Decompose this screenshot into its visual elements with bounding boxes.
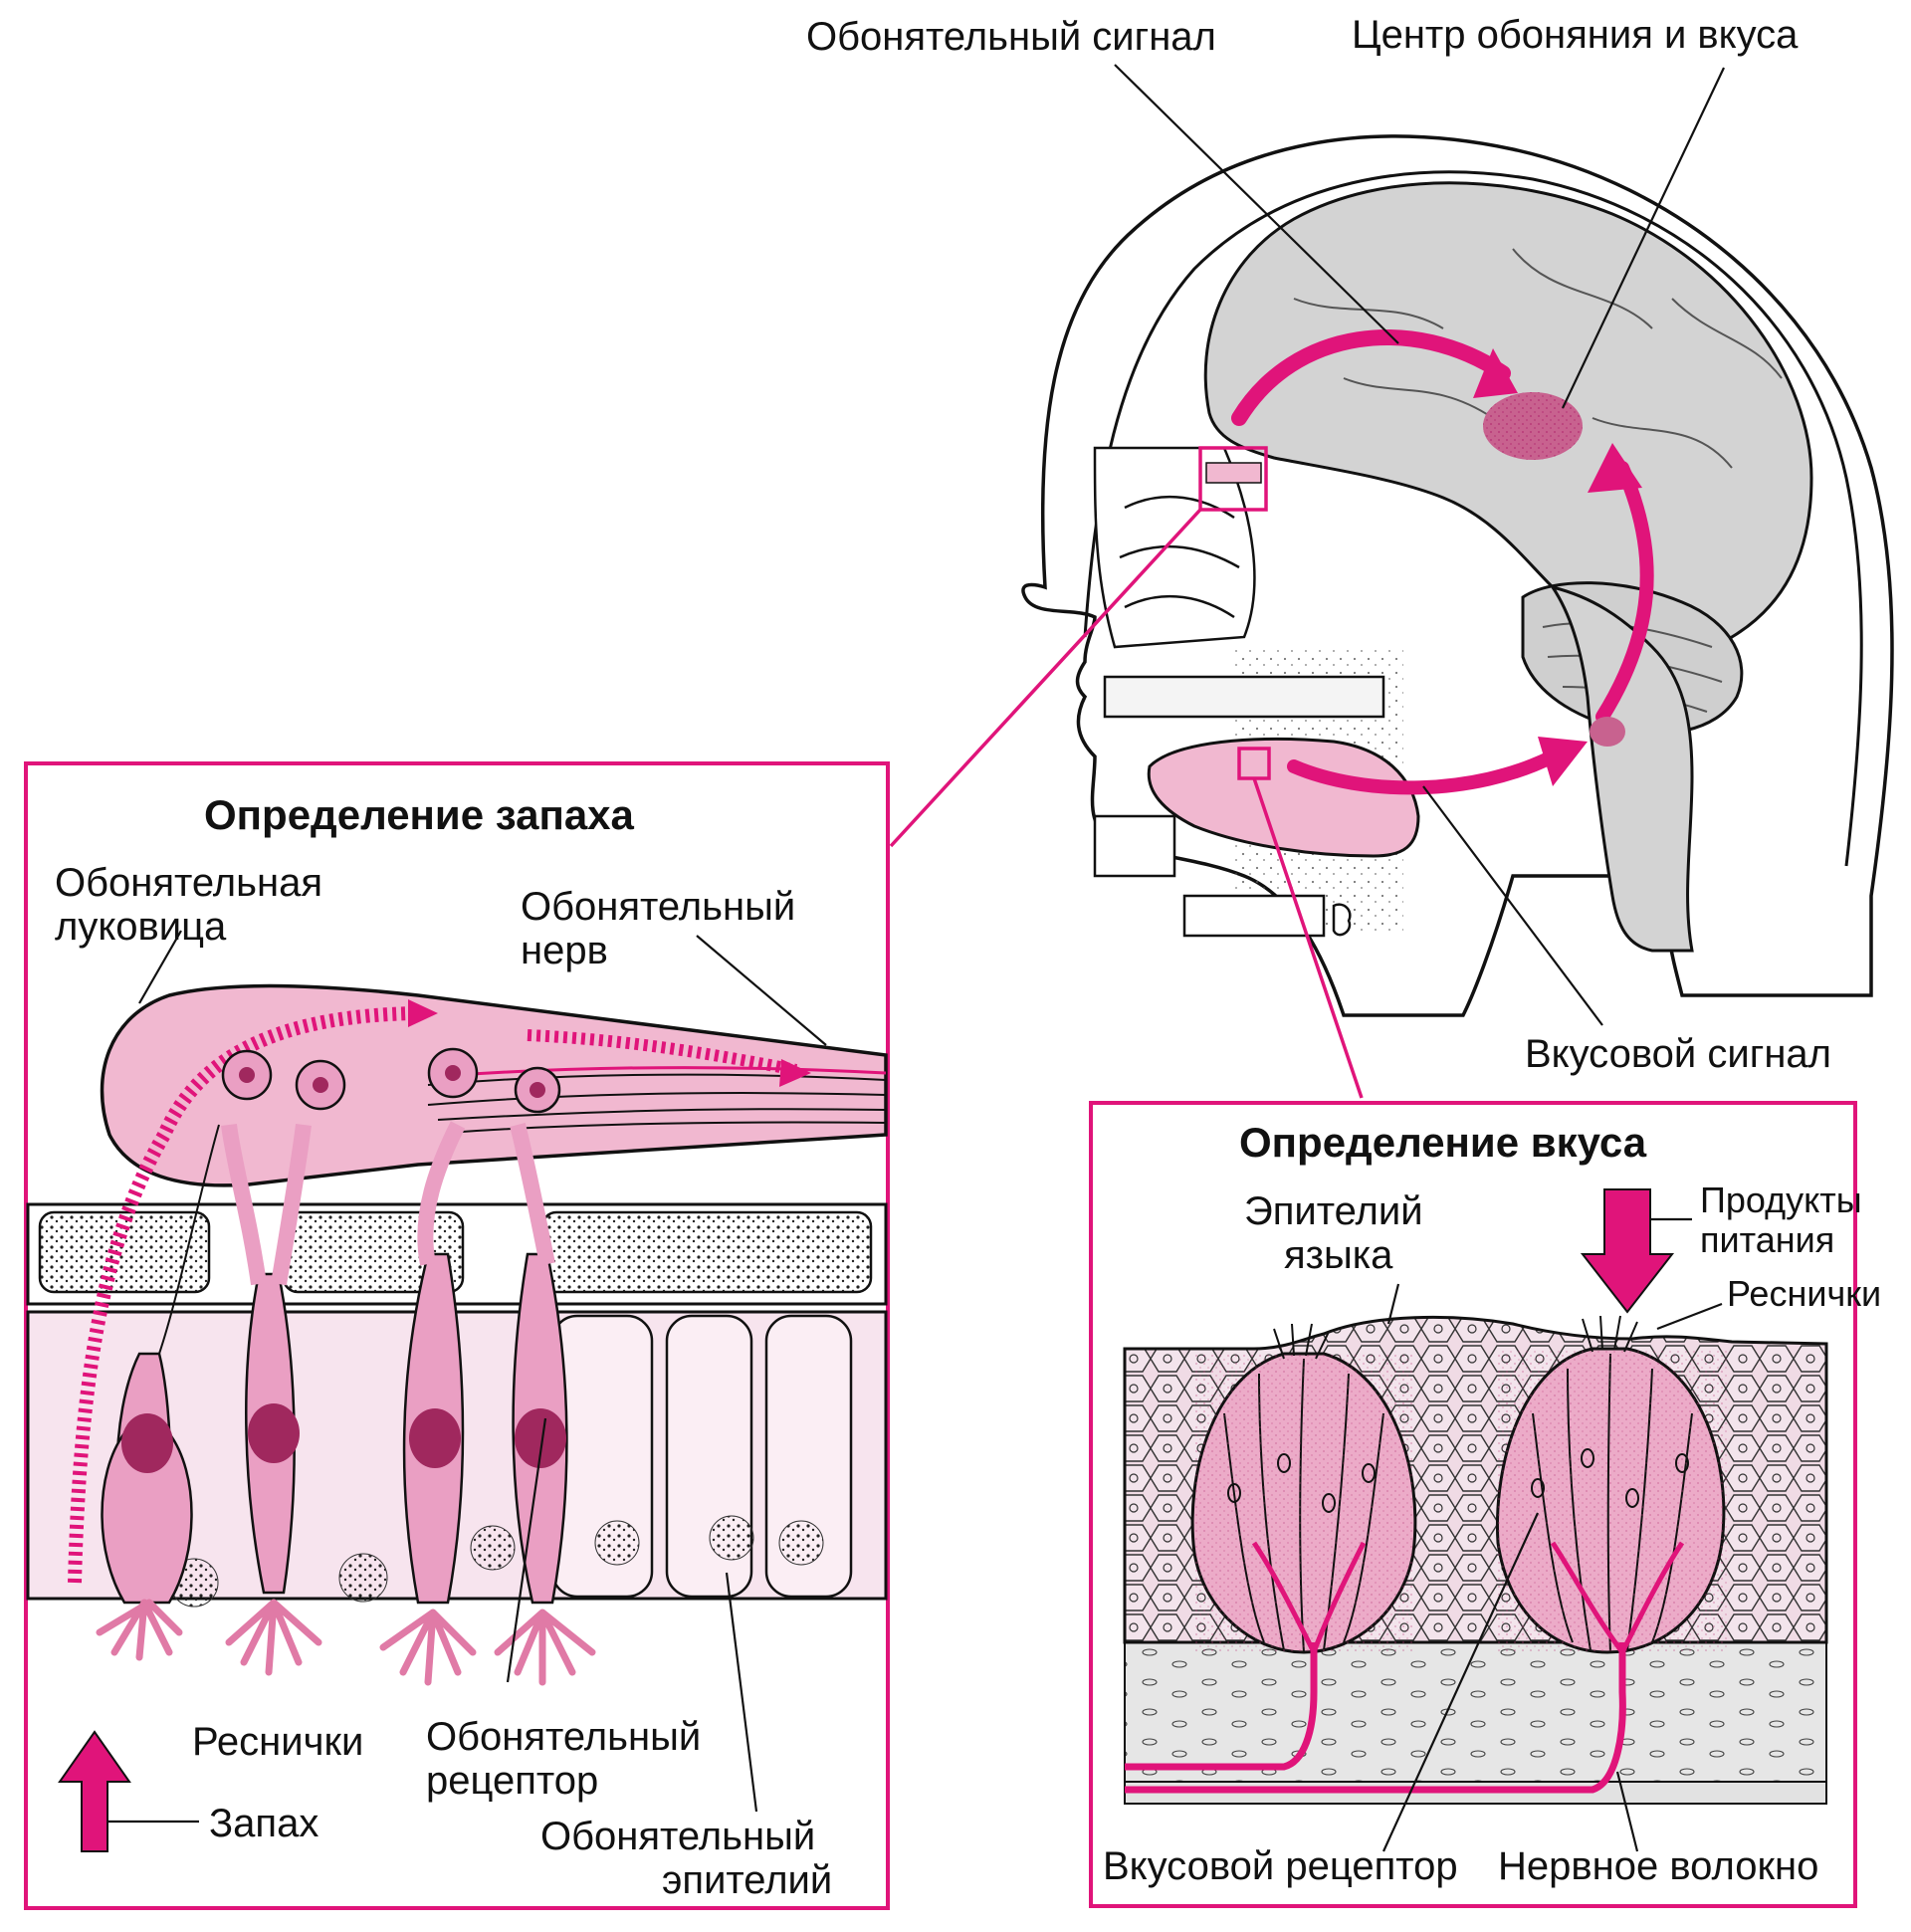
taste-receptor-label: Вкусовой рецептор xyxy=(1103,1844,1458,1888)
supporting-cells xyxy=(169,1314,853,1608)
taste-bud-left xyxy=(1190,1323,1417,1654)
brainstem xyxy=(1549,584,1694,953)
svg-text:питания: питания xyxy=(1700,1219,1834,1260)
taste-panel-title: Определение вкуса xyxy=(1239,1119,1647,1166)
brainstem-spot xyxy=(1590,717,1625,747)
svg-text:Продукты: Продукты xyxy=(1700,1180,1862,1220)
olfactory-receptors xyxy=(96,1047,596,1686)
svg-text:нерв: нерв xyxy=(521,929,608,972)
smell-cilia-label: Реснички xyxy=(192,1720,363,1764)
smell-signal-path xyxy=(68,1006,419,1584)
nerve-fiber-label: Нервное волокно xyxy=(1498,1844,1818,1888)
svg-text:рецептор: рецептор xyxy=(426,1759,598,1803)
taste-signal-arrow xyxy=(1287,750,1560,795)
taste-bud-right xyxy=(1495,1315,1727,1654)
taste-signal-label: Вкусовой сигнал xyxy=(1525,1032,1831,1076)
svg-text:Обонятельный: Обонятельный xyxy=(540,1815,815,1858)
smell-label: Запах xyxy=(209,1802,318,1845)
nerve-fiber xyxy=(1125,1642,1626,1794)
svg-text:Обонятельная: Обонятельная xyxy=(55,861,322,905)
olfactory-signal-arrow xyxy=(1231,329,1511,426)
svg-text:Обонятельный: Обонятельный xyxy=(426,1715,701,1759)
svg-text:Обонятельный: Обонятельный xyxy=(521,885,795,929)
head-illustration: Обонятельный сигнал Центр обоняния и вку… xyxy=(806,13,1894,1099)
smell-panel-title: Определение запаха xyxy=(204,791,635,838)
smell-panel: Определение запаха Обонятельная луковица… xyxy=(24,761,890,1910)
taste-cilia-label: Реснички xyxy=(1727,1273,1881,1314)
svg-text:луковица: луковица xyxy=(55,905,227,949)
taste-panel: Определение вкуса Эпителий языка Продукт… xyxy=(1089,1101,1881,1908)
svg-text:Эпителий: Эпителий xyxy=(1244,1189,1423,1233)
svg-text:языка: языка xyxy=(1284,1233,1393,1277)
smell-arrow xyxy=(58,1730,131,1852)
svg-text:эпителий: эпителий xyxy=(662,1858,832,1902)
olfactory-box xyxy=(1198,446,1268,512)
olfactory-signal-label: Обонятельный сигнал xyxy=(806,15,1216,59)
food-arrow xyxy=(1580,1188,1675,1314)
tongue xyxy=(1147,737,1420,858)
smell-taste-center-label: Центр обоняния и вкуса xyxy=(1352,13,1799,57)
skull-line xyxy=(1083,170,1863,867)
